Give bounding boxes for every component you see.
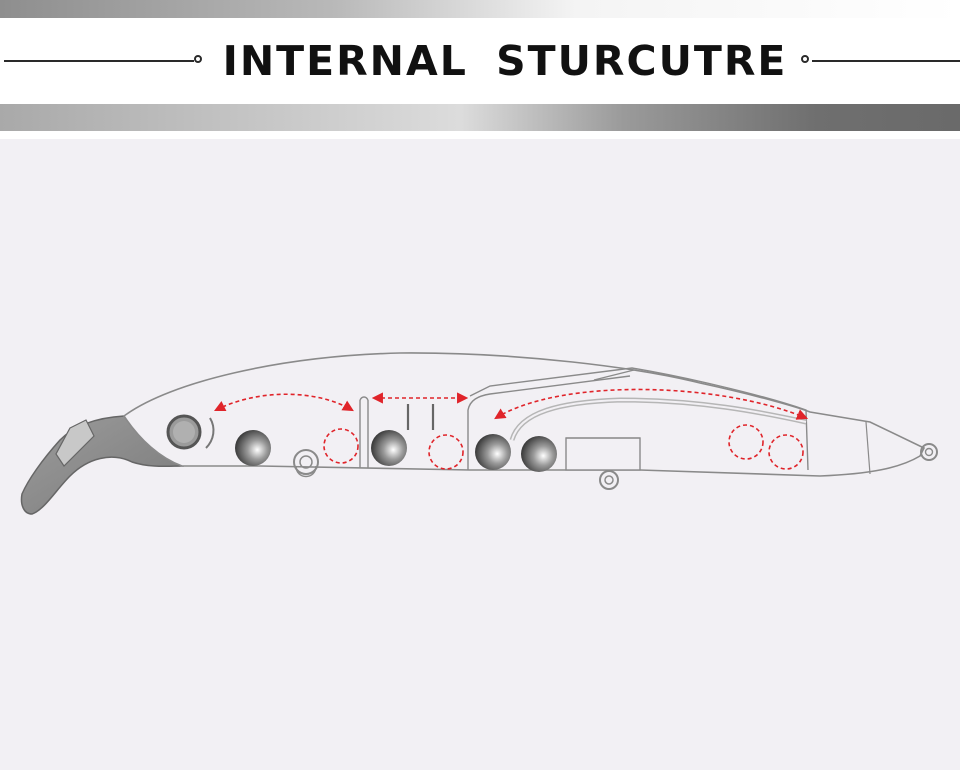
rear-chamber xyxy=(565,437,641,471)
lip-tab xyxy=(55,419,95,467)
rattle-ball-2 xyxy=(371,430,407,466)
movement-arrow-front xyxy=(213,393,354,412)
title-rule-left xyxy=(4,60,194,62)
lure-internal-structure-diagram xyxy=(20,352,938,515)
weight-position-1 xyxy=(323,428,359,464)
header-top-gradient xyxy=(0,0,960,18)
rattle-ball-4 xyxy=(521,436,557,472)
dorsal-plate xyxy=(469,367,809,471)
title-rule-right xyxy=(812,60,960,62)
title-rule-right-dot xyxy=(801,55,809,63)
page-title: INTERNAL STURCUTRE xyxy=(222,37,788,85)
tail-eyelet xyxy=(920,443,938,461)
title-rule-left-dot xyxy=(194,55,202,63)
header-bottom-gradient xyxy=(0,104,960,131)
rattle-ball-1 xyxy=(235,430,271,466)
weight-position-2 xyxy=(428,434,464,470)
weight-position-4 xyxy=(768,434,804,470)
title-band: INTERNAL STURCUTRE xyxy=(0,18,960,104)
rattle-ball-3 xyxy=(475,434,511,470)
belly-eyelet-front xyxy=(293,449,319,475)
weight-position-3 xyxy=(728,424,764,460)
lure-lip xyxy=(20,415,185,515)
header-gap xyxy=(0,131,960,139)
belly-eyelet-rear xyxy=(599,470,619,490)
